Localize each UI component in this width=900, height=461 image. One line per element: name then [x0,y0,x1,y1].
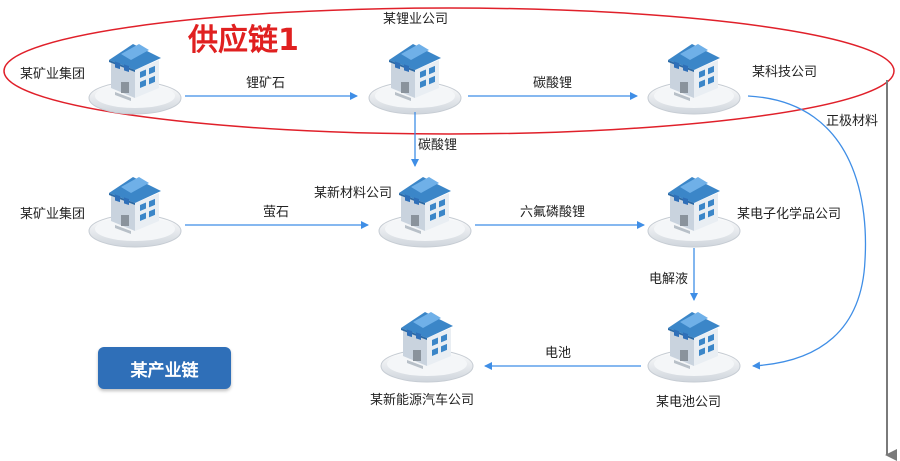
node-label-auto: 某新能源汽车公司 [370,392,474,408]
building-icon-auto [380,311,474,383]
node-label-mine1: 某矿业集团 [20,66,85,82]
building-icon-battery [647,311,741,383]
edge-label-chem-battery: 电解液 [649,272,688,287]
node-label-tech: 某科技公司 [752,65,817,80]
building-icon-lithium [368,43,462,115]
building-icon-tech [647,43,741,115]
node-label-chem: 某电子化学品公司 [737,206,841,222]
building-icon-mine1 [88,43,182,115]
supply-chain-1-title: 供应链1 [187,23,299,58]
edge-label-mine2-material: 萤石 [263,205,289,220]
edge-label-tech-battery: 正极材料 [826,114,878,129]
edge-label-battery-auto: 电池 [545,346,571,361]
industry-chain-badge: 某产业链 [98,347,231,389]
building-icon-chem [647,176,741,248]
supply-chain-1-highlight [3,7,895,135]
edge-tech-battery [747,95,867,370]
edge-label-lithium-tech: 碳酸锂 [533,76,572,91]
node-label-lithium: 某锂业公司 [383,12,448,27]
building-icon-material [378,176,472,248]
edge-label-mine1-lithium: 锂矿石 [246,76,285,91]
node-label-mine2: 某矿业集团 [20,206,85,222]
edge-label-material-chem: 六氟磷酸锂 [520,205,585,220]
building-icon-mine2 [88,176,182,248]
node-label-battery: 某电池公司 [656,395,721,410]
edge-label-lithium-material: 碳酸锂 [418,138,457,153]
node-label-material: 某新材料公司 [314,185,392,201]
